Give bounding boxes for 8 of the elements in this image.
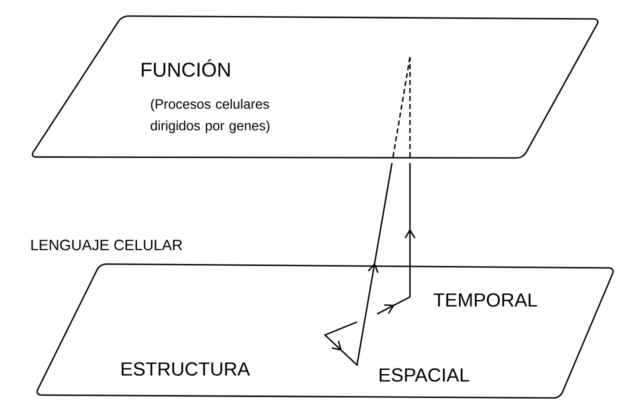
plane-label: FUNCIÓN <box>142 59 230 77</box>
plane-label: TEMPORAL <box>434 293 538 307</box>
plane-label: ESPACIAL <box>380 368 470 382</box>
plane-label: (Procesos celulares dirigidos por genes) <box>150 98 270 134</box>
plane <box>36 263 614 399</box>
side-label: LENGUAJE CELULAR <box>31 240 182 250</box>
plane <box>32 15 598 159</box>
plane-label: ESTRUCTURA <box>122 362 250 376</box>
